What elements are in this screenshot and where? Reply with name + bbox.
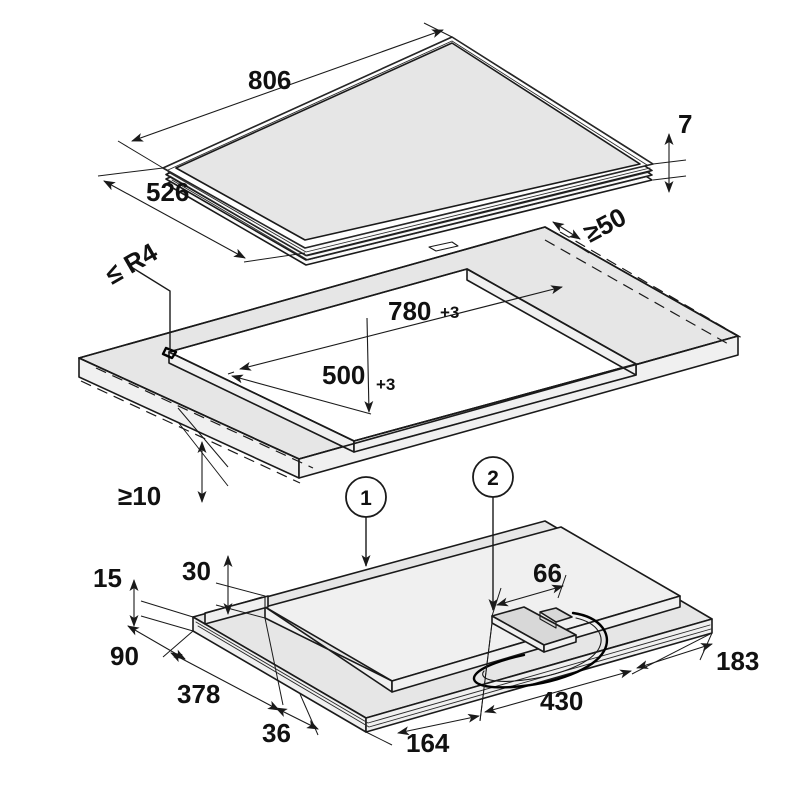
callout-1: 1 xyxy=(345,476,387,567)
dimension-30-label: 30 xyxy=(182,556,211,586)
dimension-183: 183 xyxy=(636,632,759,676)
dimension-183-label: 183 xyxy=(716,646,759,676)
dimension-66: 66 xyxy=(491,558,567,617)
worktop-break-line-left2 xyxy=(80,380,301,484)
dimension-36-label: 36 xyxy=(262,718,291,748)
callout-2-number: 2 xyxy=(487,467,499,490)
dimension-corner-radius: ≤ R4 xyxy=(100,237,171,350)
callout-1-number: 1 xyxy=(360,487,372,510)
dimension-36: 36 xyxy=(262,693,319,748)
dimension-164-label: 164 xyxy=(406,728,450,758)
connection-box-terminal xyxy=(539,607,573,623)
dimension-15: 15 xyxy=(93,563,194,632)
worktop-top-face xyxy=(78,226,739,460)
dimension-378: 378 xyxy=(162,617,284,711)
dimension-66-label: 66 xyxy=(533,558,562,588)
dimension-worktop-thickness-label: ≥10 xyxy=(118,481,161,511)
dimension-430-label: 430 xyxy=(540,686,583,716)
worktop-break-line-left xyxy=(95,367,314,469)
dimension-worktop-thickness: ≥10 xyxy=(118,407,229,511)
dimension-780: 780 +3 xyxy=(227,285,563,375)
dimension-15-label: 15 xyxy=(93,563,122,593)
dimension-500-label: 500 xyxy=(322,360,365,390)
dimension-90: 90 xyxy=(110,625,186,671)
connection-box-terminal-face xyxy=(539,611,557,629)
connection-box-front-face xyxy=(543,634,577,653)
dimension-526-label: 526 xyxy=(146,177,189,207)
dimension-7: 7 xyxy=(652,109,692,193)
cooktop-front-tab xyxy=(428,241,459,252)
dimension-500: 500 +3 xyxy=(231,317,395,415)
corner-radius-marker xyxy=(161,346,178,360)
dimension-164: 164 xyxy=(365,622,493,758)
view-appliance-underside: 1 2 30 15 xyxy=(93,456,759,758)
dimension-30: 30 xyxy=(182,555,266,619)
dimension-806: 806 xyxy=(117,22,453,169)
dimension-90-label: 90 xyxy=(110,641,139,671)
view-appliance-top: 806 526 7 xyxy=(97,22,692,266)
dimension-806-label: 806 xyxy=(248,65,291,95)
mains-connection-box xyxy=(491,606,577,653)
dimension-780-label: 780 xyxy=(388,296,431,326)
dimension-378-label: 378 xyxy=(177,679,220,709)
dimension-corner-radius-label: ≤ R4 xyxy=(100,237,163,291)
dimension-500-tolerance: +3 xyxy=(376,375,395,394)
dimension-rear-clearance-label: ≥50 xyxy=(579,202,631,249)
dimension-526: 526 xyxy=(97,167,306,263)
view-worktop-cutout: 780 +3 500 +3 ≤ R4 ≥50 xyxy=(78,202,743,511)
dimension-430: 430 xyxy=(479,622,713,722)
dimension-780-tolerance: +3 xyxy=(440,303,459,322)
callout-2: 2 xyxy=(472,456,514,611)
dimension-7-label: 7 xyxy=(678,109,692,139)
cutout-bottom-outline xyxy=(168,362,637,453)
